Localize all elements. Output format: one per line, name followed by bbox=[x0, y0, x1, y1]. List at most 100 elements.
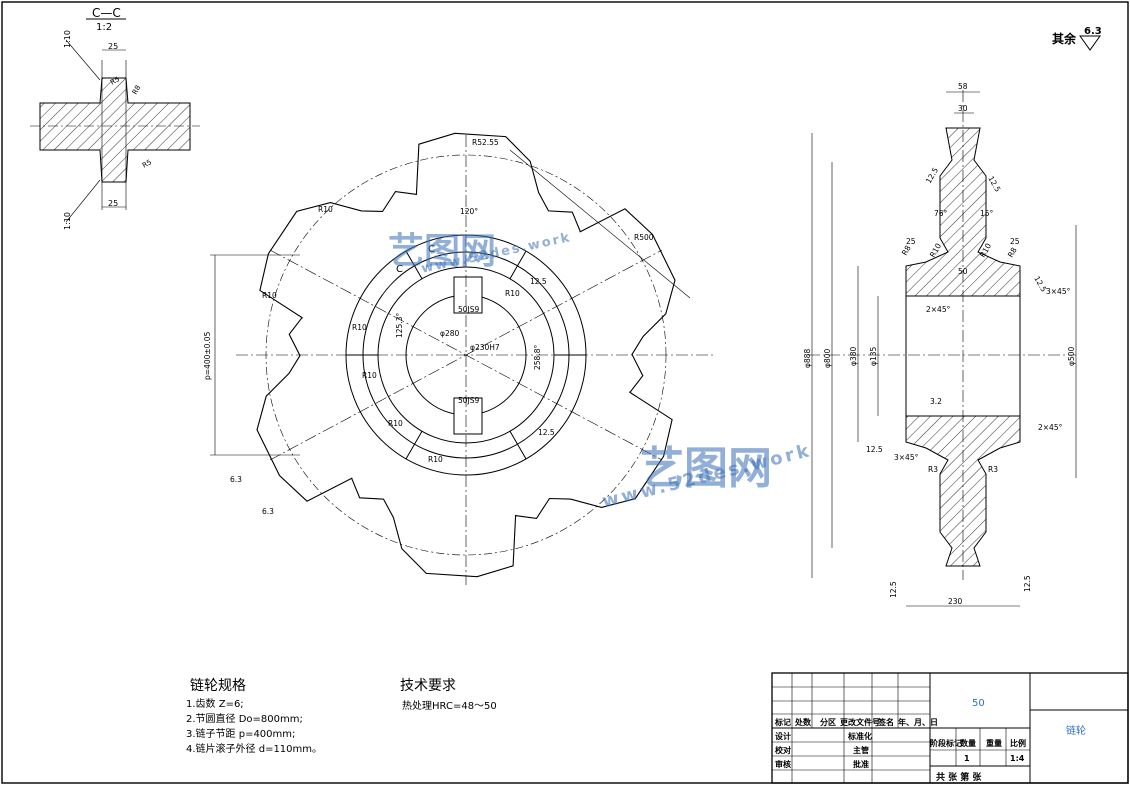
hub-spoke bbox=[517, 443, 527, 460]
roughness-value: 6.3 bbox=[1084, 26, 1102, 37]
side-view bbox=[808, 90, 1077, 607]
tb-stage: 阶段标记 bbox=[930, 739, 962, 748]
sv-d500: φ500 bbox=[1067, 347, 1076, 366]
tb-design: 设计 bbox=[775, 732, 791, 741]
sv-30: 30 bbox=[958, 104, 968, 113]
front-view bbox=[210, 132, 716, 585]
sv-125b: 12.5 bbox=[986, 175, 1002, 194]
sv-230: 230 bbox=[948, 597, 963, 606]
fv-c1: C bbox=[396, 264, 403, 275]
tb-approve: 批准 bbox=[853, 760, 869, 769]
fv-d280: φ280 bbox=[440, 329, 459, 338]
tb-quantity: 1 bbox=[964, 754, 970, 763]
sv-d380: φ380 bbox=[849, 347, 858, 366]
sv-r3b: R3 bbox=[988, 465, 998, 474]
sv-58: 58 bbox=[958, 82, 968, 91]
section-view: C—C 1:2 25 25 R5 R8 R5 1:10 1:10 bbox=[30, 6, 200, 230]
hub-spoke bbox=[405, 250, 415, 267]
roughness-label: 其余 bbox=[1052, 31, 1077, 46]
spec-line-2: 2.节圆直径 Do=800mm; bbox=[186, 714, 303, 725]
tb-review: 审核 bbox=[775, 760, 791, 769]
sv-25b: 25 bbox=[1010, 237, 1020, 246]
section-label: C—C bbox=[92, 6, 121, 20]
section-dim-2: 25 bbox=[108, 199, 118, 208]
requirements-line: 热处理HRC=48～50 bbox=[402, 701, 497, 712]
tb-h5: 签名 bbox=[878, 718, 894, 727]
tb-h1: 标记 bbox=[775, 718, 791, 727]
fv-258: 258.8° bbox=[533, 345, 542, 370]
tb-h4: 更改文件号 bbox=[840, 718, 880, 727]
sv-d888: φ888 bbox=[803, 349, 812, 368]
tb-check: 校对 bbox=[775, 746, 791, 755]
tb-weight: 重量 bbox=[986, 739, 1002, 748]
section-dim-5: R5 bbox=[141, 158, 153, 170]
fv-r10-f: R10 bbox=[428, 455, 443, 464]
sprocket-outline bbox=[256, 132, 676, 578]
fv-bore: φ230H7 bbox=[470, 343, 500, 352]
fv-125a: 12.5 bbox=[530, 277, 547, 286]
tb-ratio: 1:4 bbox=[1010, 754, 1025, 763]
hub-spoke bbox=[414, 265, 423, 280]
fv-ra-a: 6.3 bbox=[230, 475, 242, 484]
sv-25a: 25 bbox=[906, 237, 916, 246]
sv-76: 76° bbox=[934, 209, 948, 218]
fv-ra-b: 6.3 bbox=[262, 507, 274, 516]
sv-125d: 12.5 bbox=[866, 445, 883, 454]
hub-spoke bbox=[405, 443, 415, 460]
fv-120: 120° bbox=[460, 207, 478, 216]
tb-sheets: 共 张 第 张 bbox=[936, 773, 982, 783]
roughness-note: 其余 6.3 bbox=[1052, 26, 1102, 51]
fv-r10-c: R10 bbox=[352, 323, 367, 332]
spec-line-3: 3.链子节距 p=400mm; bbox=[186, 729, 296, 740]
sv-chamfer-c: 2×45° bbox=[1038, 423, 1063, 432]
tb-h2: 处数 bbox=[795, 718, 811, 727]
fv-r10-b: R10 bbox=[262, 291, 277, 300]
title-block bbox=[771, 672, 1129, 784]
tb-part-name: 链轮 bbox=[1066, 726, 1086, 737]
section-dim-3: R5 bbox=[109, 75, 121, 87]
hub-spoke bbox=[509, 265, 518, 280]
hub-spoke bbox=[517, 250, 527, 267]
sv-d800: φ800 bbox=[823, 349, 832, 368]
hub-spoke bbox=[509, 430, 518, 445]
requirements-title: 技术要求 bbox=[400, 678, 456, 694]
section-taper-bottom: 1:10 bbox=[63, 212, 72, 230]
section-dim-1: 25 bbox=[108, 42, 118, 51]
sv-50: 50 bbox=[958, 267, 968, 276]
fv-c2: C bbox=[428, 244, 435, 255]
tb-qty-label: 数量 bbox=[960, 739, 976, 748]
fv-key-b: 50JS9 bbox=[458, 396, 480, 405]
section-dim-4: R8 bbox=[131, 84, 143, 96]
sv-r8a: R8 bbox=[900, 244, 913, 257]
spec-line-4: 4.链片滚子外径 d=110mm。 bbox=[186, 744, 323, 755]
watermark-cn-1: 艺图网 bbox=[388, 231, 497, 272]
sv-r3a: R3 bbox=[928, 465, 938, 474]
fv-125: 125.3° bbox=[395, 313, 404, 338]
tb-ratio-label: 比例 bbox=[1010, 739, 1026, 748]
spec-list: 1.齿数 Z=6; 2.节圆直径 Do=800mm; 3.链子节距 p=400m… bbox=[186, 697, 322, 757]
sv-125a: 12.5 bbox=[924, 166, 940, 185]
tb-material: 50 bbox=[972, 698, 985, 709]
sv-15: 15° bbox=[980, 209, 994, 218]
sv-125e: 12.5 bbox=[889, 581, 898, 598]
fv-r10-a: R10 bbox=[318, 205, 333, 214]
fv-r500: R500 bbox=[634, 233, 654, 242]
fv-125b: 12.5 bbox=[538, 428, 555, 437]
fv-r10-d: R10 bbox=[362, 371, 377, 380]
front-view-labels: R52.55 R10 R10 R10 R10 R10 R10 R10 120° … bbox=[203, 138, 654, 516]
sv-125f: 12.5 bbox=[1023, 575, 1032, 592]
spec-line-1: 1.齿数 Z=6; bbox=[186, 699, 244, 710]
watermark-cn-2: 艺图网 bbox=[640, 443, 772, 494]
tb-standardize: 标准化 bbox=[848, 732, 872, 741]
section-scale: 1:2 bbox=[96, 22, 112, 33]
fv-r52: R52.55 bbox=[472, 138, 499, 147]
fv-r10-e: R10 bbox=[388, 419, 403, 428]
spec-title: 链轮规格 bbox=[190, 678, 246, 694]
fv-pitch: p=400±0.05 bbox=[203, 331, 212, 380]
sv-32: 3.2 bbox=[930, 397, 942, 406]
sv-chamfer-b: 2×45° bbox=[926, 305, 951, 314]
sv-chamfer-a: 3×45° bbox=[1046, 287, 1071, 296]
hub-spoke bbox=[414, 430, 423, 445]
